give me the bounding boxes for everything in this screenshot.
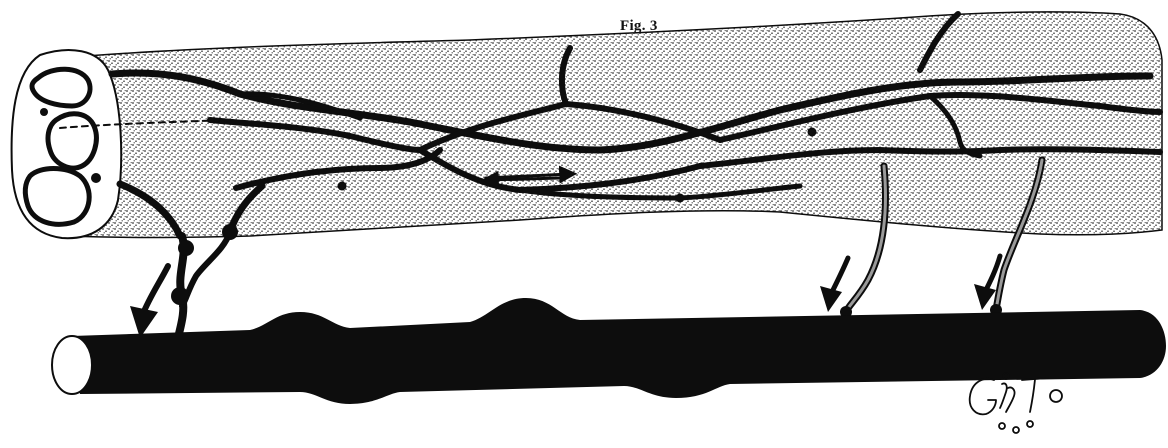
artery-open-end: [52, 336, 92, 394]
connector-left-node-a: [178, 240, 194, 256]
cross-section-dot-left: [40, 108, 48, 116]
connector-left-node-b: [222, 224, 238, 240]
bone-body: [62, 12, 1162, 238]
cross-section-chamber-top: [32, 69, 90, 106]
vessel-node-1: [338, 182, 346, 190]
arrow-left: [142, 266, 168, 316]
vessel-node-2: [808, 128, 816, 136]
signature-svg: [962, 368, 1082, 438]
artist-signature: [962, 368, 1082, 438]
figure-label: Fig. 3: [620, 18, 658, 35]
bone-cross-section: [12, 50, 122, 238]
connector-left-node-c: [171, 287, 189, 305]
cross-section-chamber-bottom: [25, 169, 89, 225]
arrow-right-a-head: [820, 286, 842, 312]
bone-cylinder: [62, 12, 1162, 238]
cross-section-chamber-middle: [48, 114, 96, 168]
cross-section-dot-right: [91, 173, 101, 183]
arrow-left-head: [130, 306, 158, 338]
vessel-node-3: [676, 194, 684, 202]
vessel-flow-arrow-reverse: [488, 178, 560, 180]
